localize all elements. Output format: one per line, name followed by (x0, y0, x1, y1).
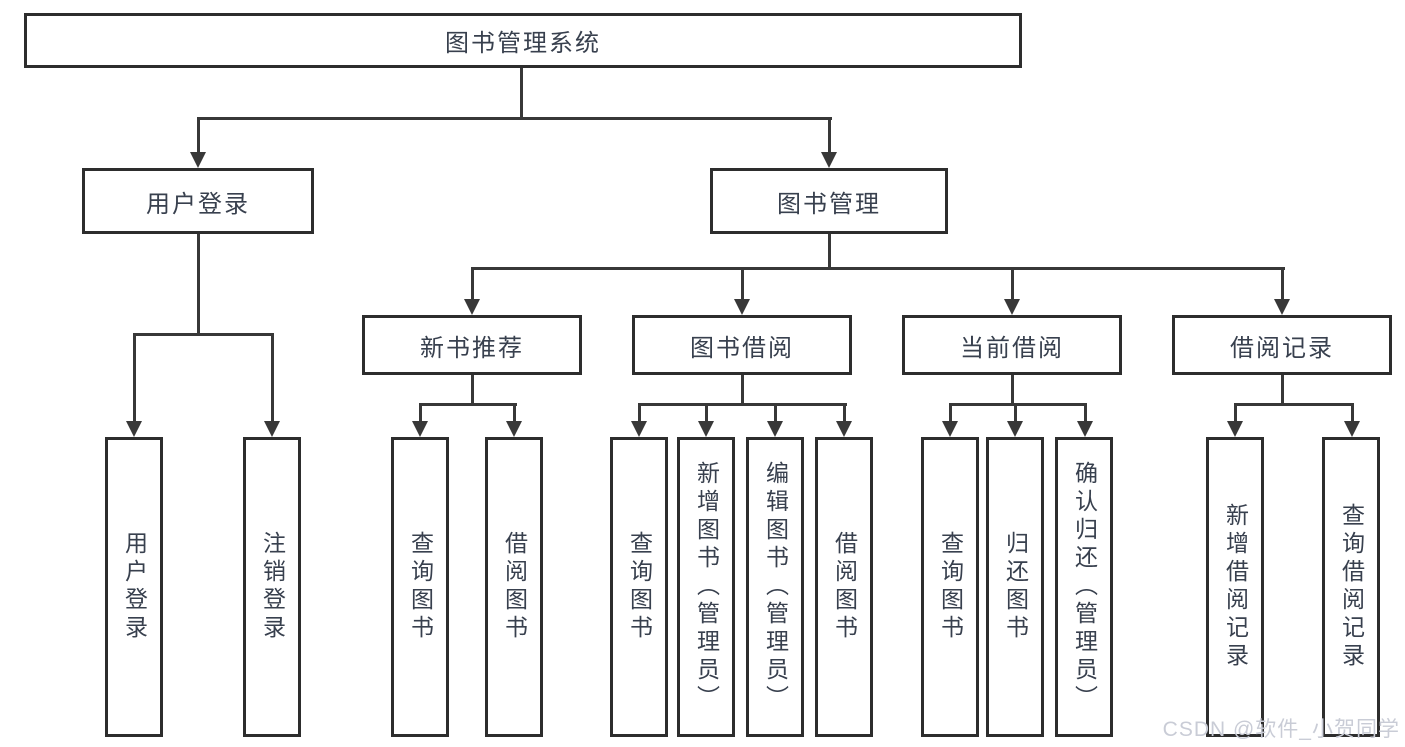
connector-group0-rail (419, 403, 517, 406)
connector-stub-user-login (197, 117, 200, 157)
arrowhead-g1a (631, 421, 647, 437)
arrowhead-g1b (698, 421, 714, 437)
leaf-borrow-books-recommend-label: 借阅图书 (501, 531, 528, 643)
leaf-borrow-books-label: 借阅图书 (831, 531, 858, 643)
arrowhead-group1 (734, 299, 750, 315)
arrowhead-g0a (412, 421, 428, 437)
arrowhead-g3b (1344, 421, 1360, 437)
connector-group3-rail (1234, 403, 1354, 406)
connector-level2-rail (471, 267, 1285, 270)
arrowhead-book-management (821, 152, 837, 168)
connector-user-login-trunk (197, 234, 200, 336)
node-user-login-label: 用户登录 (146, 190, 250, 218)
node-borrowing-records-label: 借阅记录 (1230, 334, 1334, 362)
node-current-borrowing: 当前借阅 (902, 315, 1122, 375)
leaf-query-books-current-label: 查询图书 (937, 531, 964, 643)
arrowhead-group0 (464, 299, 480, 315)
leaf-query-books-borrowing-label: 查询图书 (626, 531, 653, 643)
leaf-user-login: 用户登录 (105, 437, 163, 737)
connector-group2-rail (949, 403, 1087, 406)
connector-user-login-rail (133, 333, 274, 336)
leaf-add-borrow-record-label: 新增借阅记录 (1222, 503, 1249, 671)
node-root-system: 图书管理系统 (24, 13, 1022, 68)
arrowhead-group2 (1004, 299, 1020, 315)
arrowhead-g2b (1007, 421, 1023, 437)
node-root-label: 图书管理系统 (445, 30, 601, 57)
arrowhead-group3 (1274, 299, 1290, 315)
arrowhead-g0b (506, 421, 522, 437)
node-book-management-label: 图书管理 (777, 190, 881, 218)
connector-stub-g0a (419, 403, 422, 425)
arrowhead-user-login (190, 152, 206, 168)
leaf-confirm-return-admin-label: 确认归还（管理员） (1071, 461, 1098, 713)
leaf-borrow-books: 借阅图书 (815, 437, 873, 737)
connector-stub-g1c (774, 403, 777, 425)
leaf-query-books-recommend: 查询图书 (391, 437, 449, 737)
leaf-edit-books-admin-label: 编辑图书（管理员） (762, 461, 789, 713)
node-book-borrowing: 图书借阅 (632, 315, 852, 375)
connector-stub-g1b (705, 403, 708, 425)
leaf-add-books-admin: 新增图书（管理员） (677, 437, 735, 737)
node-book-borrowing-label: 图书借阅 (690, 334, 794, 362)
connector-stub-group0 (471, 267, 474, 303)
leaf-query-books-borrowing: 查询图书 (610, 437, 668, 737)
connector-stub-group2 (1011, 267, 1014, 303)
connector-stub-g3a (1234, 403, 1237, 425)
arrowhead-leaf-user-login (126, 421, 142, 437)
connector-stub-group3 (1281, 267, 1284, 303)
connector-book-management-trunk (828, 234, 831, 270)
node-current-borrowing-label: 当前借阅 (960, 334, 1064, 362)
leaf-query-books-recommend-label: 查询图书 (407, 531, 434, 643)
node-book-management: 图书管理 (710, 168, 948, 234)
arrowhead-leaf-logout (264, 421, 280, 437)
leaf-add-books-admin-label: 新增图书（管理员） (693, 461, 720, 713)
connector-group3-trunk (1281, 375, 1284, 406)
leaf-logout: 注销登录 (243, 437, 301, 737)
arrowhead-g1d (836, 421, 852, 437)
connector-level1-rail (197, 117, 832, 120)
leaf-user-login-label: 用户登录 (121, 531, 148, 643)
connector-group1-trunk (741, 375, 744, 406)
leaf-borrow-books-recommend: 借阅图书 (485, 437, 543, 737)
leaf-edit-books-admin: 编辑图书（管理员） (746, 437, 804, 737)
connector-stub-g0b (513, 403, 516, 425)
arrowhead-g2c (1077, 421, 1093, 437)
connector-group2-trunk (1011, 375, 1014, 406)
connector-stub-book-management (828, 117, 831, 157)
connector-group0-trunk (471, 375, 474, 406)
leaf-add-borrow-record: 新增借阅记录 (1206, 437, 1264, 737)
leaf-return-books: 归还图书 (986, 437, 1044, 737)
csdn-watermark: CSDN @软件_小贺同学 (1162, 718, 1400, 741)
node-user-login: 用户登录 (82, 168, 314, 234)
leaf-query-borrow-record: 查询借阅记录 (1322, 437, 1380, 737)
connector-stub-g1a (638, 403, 641, 425)
node-borrowing-records: 借阅记录 (1172, 315, 1392, 375)
leaf-query-books-current: 查询图书 (921, 437, 979, 737)
leaf-logout-label: 注销登录 (259, 531, 286, 643)
connector-stub-leaf-logout (271, 333, 274, 425)
arrowhead-g2a (942, 421, 958, 437)
connector-stub-g1d (843, 403, 846, 425)
connector-root-trunk (520, 68, 523, 118)
arrowhead-g3a (1227, 421, 1243, 437)
leaf-return-books-label: 归还图书 (1002, 531, 1029, 643)
connector-stub-g2c (1084, 403, 1087, 425)
connector-group1-rail (638, 403, 847, 406)
node-new-book-recommend: 新书推荐 (362, 315, 582, 375)
node-new-book-recommend-label: 新书推荐 (420, 334, 524, 362)
leaf-confirm-return-admin: 确认归还（管理员） (1055, 437, 1113, 737)
connector-stub-g2a (949, 403, 952, 425)
connector-stub-g3b (1351, 403, 1354, 425)
leaf-query-borrow-record-label: 查询借阅记录 (1338, 503, 1365, 671)
arrowhead-g1c (767, 421, 783, 437)
connector-stub-leaf-user-login (133, 333, 136, 425)
connector-stub-g2b (1014, 403, 1017, 425)
connector-stub-group1 (741, 267, 744, 303)
